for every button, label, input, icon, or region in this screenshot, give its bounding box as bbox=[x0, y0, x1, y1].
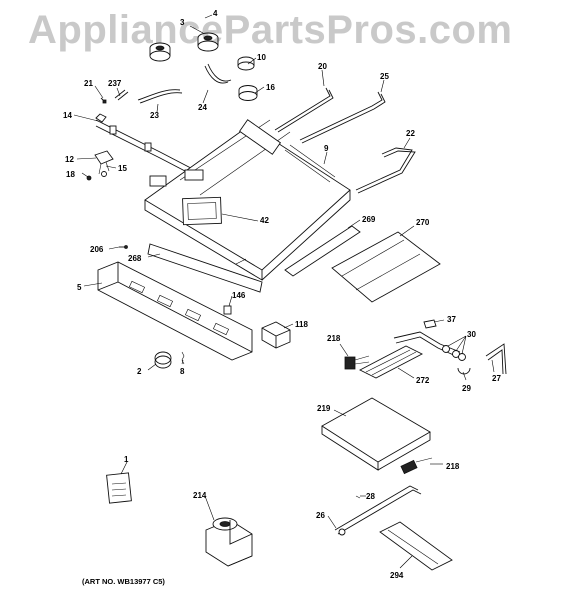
elbow-29 bbox=[457, 367, 471, 375]
callout-20: 20 bbox=[318, 62, 327, 71]
callout-3: 3 bbox=[180, 18, 185, 27]
callout-2: 2 bbox=[137, 367, 142, 376]
rail-269 bbox=[284, 225, 361, 277]
spring-8 bbox=[181, 351, 185, 365]
callout-15: 15 bbox=[118, 164, 127, 173]
clip-146 bbox=[223, 305, 232, 315]
igniter-218-lower bbox=[400, 457, 433, 475]
gas-tube-24 bbox=[204, 63, 232, 84]
pin-206 bbox=[119, 245, 128, 249]
callout-270: 270 bbox=[416, 218, 430, 227]
gas-tube-23 bbox=[137, 89, 183, 104]
callout-219: 219 bbox=[317, 404, 331, 413]
valve-assembly bbox=[94, 150, 114, 177]
callout-12: 12 bbox=[65, 155, 74, 164]
callout-4: 4 bbox=[213, 9, 218, 18]
callout-269: 269 bbox=[362, 215, 376, 224]
burner-head-left bbox=[149, 42, 171, 62]
bracket-272 bbox=[359, 345, 423, 379]
callout-25: 25 bbox=[380, 72, 389, 81]
callout-16: 16 bbox=[266, 83, 275, 92]
shield-270 bbox=[331, 231, 441, 303]
callout-294: 294 bbox=[390, 571, 404, 580]
bake-burner-tube bbox=[334, 485, 422, 536]
watermark: AppliancePartsPros.com bbox=[28, 8, 513, 52]
callout-22: 22 bbox=[406, 129, 415, 138]
screw-28 bbox=[355, 495, 361, 499]
callout-37: 37 bbox=[447, 315, 456, 324]
callout-146: 146 bbox=[232, 291, 246, 300]
strip-268 bbox=[147, 243, 263, 293]
callout-237: 237 bbox=[108, 79, 122, 88]
callout-42: 42 bbox=[260, 216, 269, 225]
orifice-237 bbox=[114, 89, 129, 101]
callout-268: 268 bbox=[128, 254, 142, 263]
regulator-214 bbox=[205, 517, 253, 567]
callout-9: 9 bbox=[324, 144, 329, 153]
clip-37 bbox=[423, 319, 437, 329]
art-number: (ART NO. WB13977 C5) bbox=[82, 577, 165, 586]
gas-tube-25 bbox=[299, 91, 386, 144]
callout-214: 214 bbox=[193, 491, 207, 500]
switch-118 bbox=[261, 321, 291, 349]
callout-24: 24 bbox=[198, 103, 207, 112]
burner-head-center bbox=[197, 32, 219, 52]
knob bbox=[154, 351, 172, 369]
shield-219 bbox=[321, 397, 431, 471]
callout-26: 26 bbox=[316, 511, 325, 520]
callout-8: 8 bbox=[180, 367, 185, 376]
callout-118: 118 bbox=[295, 320, 308, 329]
burner-head-16 bbox=[238, 85, 258, 101]
callout-27: 27 bbox=[492, 374, 501, 383]
callout-218-upper: 218 bbox=[327, 334, 341, 343]
callout-21: 21 bbox=[84, 79, 93, 88]
small-fastener-21 bbox=[100, 97, 107, 104]
callout-14: 14 bbox=[63, 111, 72, 120]
tube-27 bbox=[485, 343, 507, 375]
callout-1: 1 bbox=[124, 455, 129, 464]
manifold-panel bbox=[97, 261, 253, 361]
igniter-218-upper bbox=[344, 355, 370, 370]
literature-1 bbox=[106, 472, 132, 504]
callout-30: 30 bbox=[467, 330, 476, 339]
callout-272: 272 bbox=[416, 376, 430, 385]
burner-tube-assembly bbox=[393, 331, 466, 361]
callout-18: 18 bbox=[66, 170, 75, 179]
burner-head-10 bbox=[237, 56, 255, 71]
callout-29: 29 bbox=[462, 384, 471, 393]
bracket-294 bbox=[379, 521, 453, 571]
leader-lines bbox=[73, 14, 495, 569]
gas-tube-20 bbox=[274, 87, 334, 133]
callout-5: 5 bbox=[77, 283, 82, 292]
gas-tube-22 bbox=[355, 147, 416, 194]
callout-28: 28 bbox=[366, 492, 375, 501]
callout-10: 10 bbox=[257, 53, 266, 62]
callout-218-lower: 218 bbox=[446, 462, 460, 471]
callout-206: 206 bbox=[90, 245, 104, 254]
burner-box bbox=[144, 119, 351, 281]
callout-23: 23 bbox=[150, 111, 159, 120]
